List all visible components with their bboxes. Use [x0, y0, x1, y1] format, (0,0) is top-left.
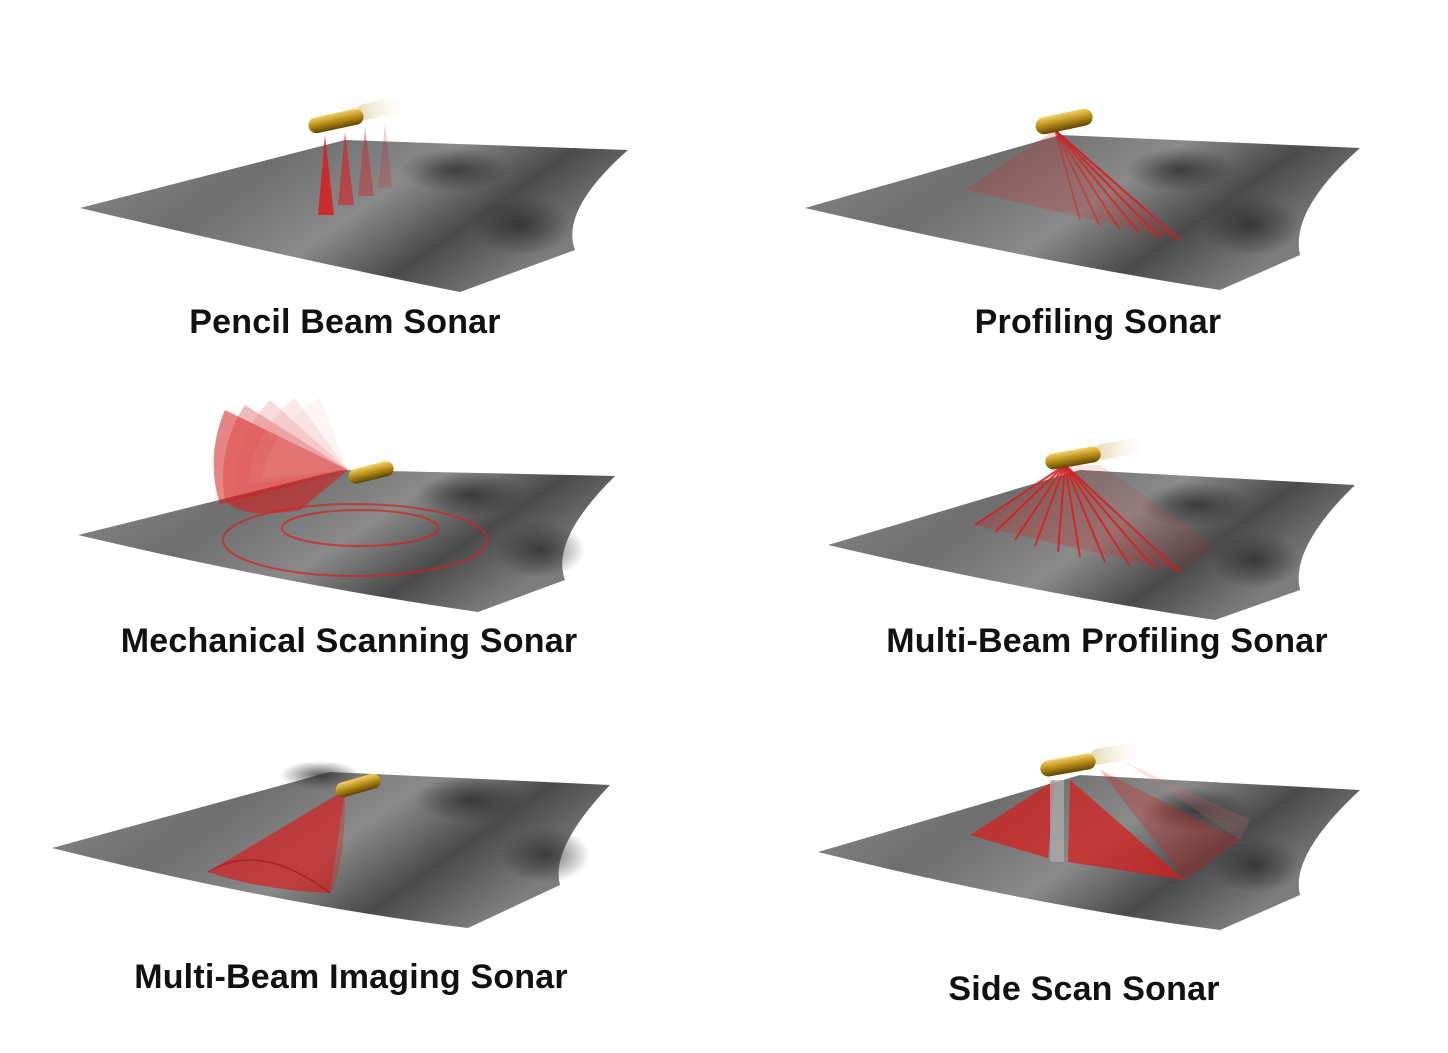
- caption-side-scan: Side Scan Sonar: [948, 970, 1220, 1008]
- panel-pencil-beam: [80, 95, 628, 292]
- multibeam-fan: [974, 464, 1215, 573]
- rov-vehicle: [335, 773, 381, 798]
- scan-sweep: [213, 398, 488, 577]
- rov-vehicle: [348, 461, 394, 484]
- rov-vehicle: [1045, 436, 1153, 470]
- rov-vehicle: [308, 95, 413, 134]
- caption-multibeam-imaging: Multi-Beam Imaging Sonar: [134, 958, 568, 996]
- profiling-beams: [965, 129, 1181, 241]
- panel-side-scan: [818, 741, 1360, 930]
- scan-ring-inner: [281, 509, 439, 547]
- imaging-beam: [207, 790, 345, 894]
- rov-vehicle: [1040, 741, 1148, 777]
- side-scan-beams: [970, 762, 1250, 880]
- panel-profiling: [805, 108, 1360, 290]
- panel-mechanical-scanning: [78, 398, 615, 612]
- caption-pencil-beam: Pencil Beam Sonar: [189, 303, 501, 341]
- caption-multibeam-profiling: Multi-Beam Profiling Sonar: [886, 622, 1328, 660]
- rov-vehicle: [1035, 108, 1093, 135]
- scan-ring-outer: [222, 503, 488, 577]
- pencil-beams: [318, 124, 392, 215]
- panel-multibeam-imaging: [52, 761, 610, 928]
- caption-profiling: Profiling Sonar: [974, 303, 1222, 341]
- panel-multibeam-profiling: [828, 436, 1355, 620]
- caption-mechanical-scanning: Mechanical Scanning Sonar: [120, 622, 578, 660]
